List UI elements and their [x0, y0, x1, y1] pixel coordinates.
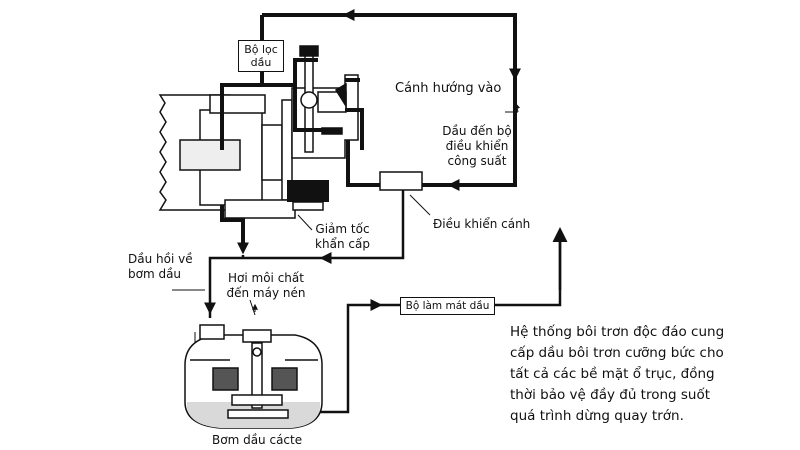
oil-to-controller-line-1: Dầu đến bộ: [442, 124, 512, 138]
oil-cooler-label: Bộ làm mát dầu: [405, 300, 490, 312]
description-line-3: tất cả các bề mặt ổ trục, đồng: [510, 366, 715, 382]
description-text: Hệ thống bôi trơn độc đáo cung cấp dầu b…: [510, 322, 772, 427]
vane-control-label: Điều khiển cánh: [433, 217, 531, 231]
refrigerant-vapor-line-1: Hơi môi chất: [228, 271, 304, 285]
sump-pump-label: Bơm dầu cácte: [212, 433, 303, 447]
refrigerant-vapor-line-2: đến máy nén: [226, 286, 306, 300]
oil-return-label: Dầu hồi về bơm dầu: [128, 252, 193, 282]
oil-lines-inner: [220, 15, 380, 250]
description-line-1: Hệ thống bôi trơn độc đáo cung: [510, 324, 725, 340]
emergency-tank: [287, 180, 329, 202]
oil-to-controller-label: Dầu đến bộ điều khiển công suất: [437, 124, 517, 169]
description-line-4: thời bảo vệ đầy đủ trong suốt: [510, 387, 711, 403]
oil-return-line-1: Dầu hồi về: [128, 252, 193, 266]
oil-filter-box: Bộ lọc dầu: [238, 40, 284, 72]
refrigerant-vapor-label: Hơi môi chất đến máy nén: [222, 271, 310, 301]
guide-vanes-label: Cánh hướng vào: [395, 81, 502, 96]
oil-to-controller-line-3: công suất: [447, 154, 507, 168]
sump-pump: [184, 324, 323, 429]
oil-to-controller-line-2: điều khiển: [445, 139, 509, 153]
vane-control-box: [379, 171, 423, 191]
oil-filter-label-1: Bộ lọc: [244, 43, 278, 56]
oil-cooler-box: Bộ làm mát dầu: [400, 297, 495, 315]
emergency-decel-line-2: khẩn cấp: [315, 237, 370, 251]
emergency-decel-line-1: Giảm tốc: [315, 222, 370, 236]
oil-return-line-2: bơm dầu: [128, 267, 182, 281]
oil-filter-label-2: dầu: [250, 56, 272, 69]
description-line-2: cấp dầu bôi trơn cưỡng bức cho: [510, 345, 724, 361]
emergency-decel-label: Giảm tốc khẩn cấp: [305, 222, 380, 252]
description-line-5: quá trình dừng quay trớn.: [510, 408, 684, 424]
